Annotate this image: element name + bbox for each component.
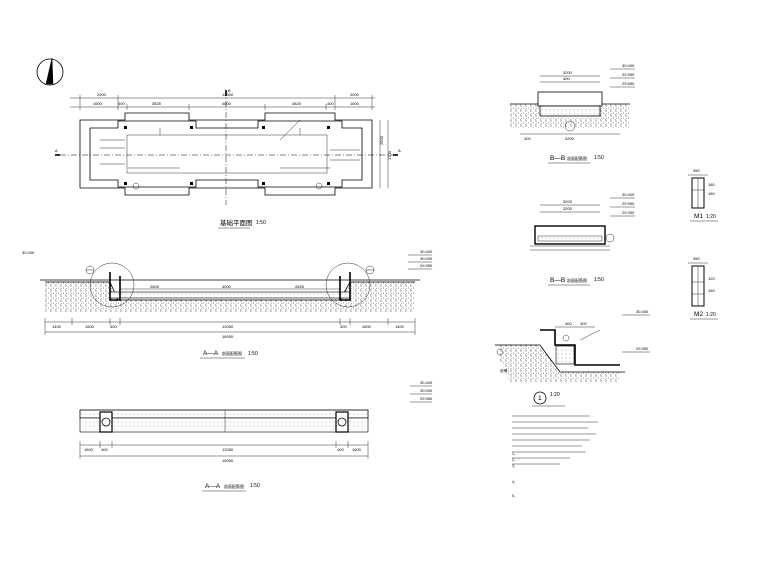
section-mark-a: A (55, 148, 58, 153)
plan-dim-top: 2000 (97, 92, 107, 97)
bb2-elev: 29.950 (622, 201, 635, 206)
m1-title: M1 (694, 213, 703, 220)
bb1-elev: 29.950 (622, 72, 635, 77)
detail-elev: 29.950 (636, 346, 649, 351)
bb2-subtitle: 剖面配筋图 (567, 277, 587, 283)
detail-dim: 400 (565, 321, 572, 326)
detail-m2: 350 120 160 M2 1:20 (688, 256, 718, 320)
aa2-elev: 29.550 (420, 396, 433, 401)
aa1-dim: 12050 (222, 324, 234, 329)
aa1-scale: 1:50 (248, 351, 258, 357)
aa1-dim: 1400 (395, 324, 405, 329)
plan-dim-top2: 3825 (292, 101, 302, 106)
aa1-elev: 30.400 (420, 249, 433, 254)
plan-dim-top2: 400 (327, 101, 334, 106)
aa1-dim: 400 (110, 324, 117, 329)
aa2-dim: 1600 (84, 447, 94, 452)
aa2-elev: 30.000 (420, 388, 433, 393)
m2-dim: 160 (708, 288, 715, 293)
foundation-plan: 2000 12000 2000 1600 400 3825 4800 3825 … (55, 88, 401, 229)
plan-dim-top2: 3825 (152, 101, 162, 106)
aa2-title: A—A (205, 483, 221, 490)
m1-dim: 160 (708, 191, 715, 196)
note-item: 2、 (512, 458, 518, 462)
m1-dim: 350 (693, 168, 700, 173)
section-bb-1: 30.400 29.950 29.650 3200 400 400 3200 B… (510, 63, 635, 164)
note-item: 1、 (512, 452, 518, 456)
m1-dim: 180 (708, 182, 715, 187)
aa1-elev: 30.000 (420, 256, 433, 261)
section-bb-2: 30.400 29.950 29.350 3200 3200 B—B 剖面配筋图… (530, 192, 635, 286)
aa1-dim: 1600 (85, 324, 95, 329)
note-item: 5、 (512, 494, 518, 498)
aa2-dim: 12050 (222, 447, 234, 452)
bb2-title: B—B (550, 277, 565, 284)
aa1-dim: 400 (340, 324, 347, 329)
notes-block: 说明： 1、 2、 3、 4、 5、 (500, 368, 598, 498)
plan-dim-right: 2500 (379, 135, 384, 145)
bb1-dim: 3200 (565, 136, 575, 141)
bb1-dim: 400 (563, 76, 570, 81)
aa1-dim-inner: 2825 (150, 284, 160, 289)
m2-dim: 350 (693, 256, 700, 261)
north-arrow-icon (36, 57, 64, 86)
aa2-dim: 1600 (352, 447, 362, 452)
bb1-subtitle: 剖面配筋图 (567, 155, 587, 161)
bb2-dim: 3200 (563, 199, 573, 204)
plan-dim-top2: 4800 (222, 101, 232, 106)
aa1-elev: 29.550 (420, 263, 433, 268)
aa1-elev-left: 30.400 (22, 250, 35, 255)
plan-dim-right: 1700 (387, 150, 392, 160)
aa1-dim-total: 16050 (222, 334, 234, 339)
bb1-scale: 1:50 (594, 155, 604, 161)
bb2-elev: 30.400 (622, 192, 635, 197)
aa2-scale: 1:50 (250, 483, 260, 489)
bb2-elev: 29.350 (622, 210, 635, 215)
detail-dim: 400 (580, 321, 587, 326)
section-mark-b: B (228, 88, 231, 93)
aa2-dim-total: 16050 (222, 458, 234, 463)
aa1-dim-inner: 4000 (222, 284, 232, 289)
section-aa-1: 30.400 30.400 30.000 29.550 2825 4000 28… (22, 249, 433, 359)
aa2-subtitle: 剖面配筋图 (224, 483, 244, 489)
detail-1-title: 1 (538, 395, 542, 402)
aa2-elev: 30.400 (420, 380, 433, 385)
aa2-dim: 400 (101, 447, 108, 452)
section-mark-a: A (398, 148, 401, 153)
aa1-subtitle: 剖面配筋图 (222, 350, 242, 356)
aa1-dim: 1400 (52, 324, 62, 329)
section-aa-2: 30.400 30.000 29.550 1600 400 12050 400 (79, 380, 433, 492)
aa1-title: A—A (203, 350, 219, 357)
bb2-scale: 1:50 (594, 277, 604, 283)
bb1-elev: 30.400 (622, 63, 635, 68)
plan-dim-top: 12000 (222, 92, 234, 97)
plan-dim-top2: 1600 (93, 101, 103, 106)
detail-m1: 350 180 160 M1 1:20 (688, 168, 718, 222)
aa2-dim: 400 (337, 447, 344, 452)
bb2-dim: 3200 (563, 206, 573, 211)
aa1-dim: 1600 (362, 324, 372, 329)
notes-heading: 说明： (500, 368, 511, 373)
bb1-elev: 29.650 (622, 81, 635, 86)
m2-dim: 120 (708, 276, 715, 281)
aa1-dim-inner: 2825 (295, 284, 305, 289)
m2-title: M2 (694, 311, 703, 318)
bb1-title: B—B (550, 155, 565, 162)
bb1-dim: 3200 (563, 70, 573, 75)
detail-1-scale: 1:20 (550, 392, 560, 398)
m1-scale: 1:20 (706, 214, 716, 220)
plan-dim-top2: 400 (118, 101, 125, 106)
detail-elev: 30.400 (636, 309, 649, 314)
plan-dim-top: 2000 (350, 92, 360, 97)
plan-title: 基础平面图 (220, 218, 253, 227)
note-item: 4、 (512, 480, 518, 484)
note-item: 3、 (512, 464, 518, 468)
m2-scale: 1:20 (706, 312, 716, 318)
bb1-dim: 400 (524, 136, 531, 141)
plan-dim-top2: 1600 (350, 101, 360, 106)
plan-scale: 1:50 (256, 220, 266, 226)
detail-1: 30.400 29.950 400 400 1 1:20 (495, 309, 650, 407)
